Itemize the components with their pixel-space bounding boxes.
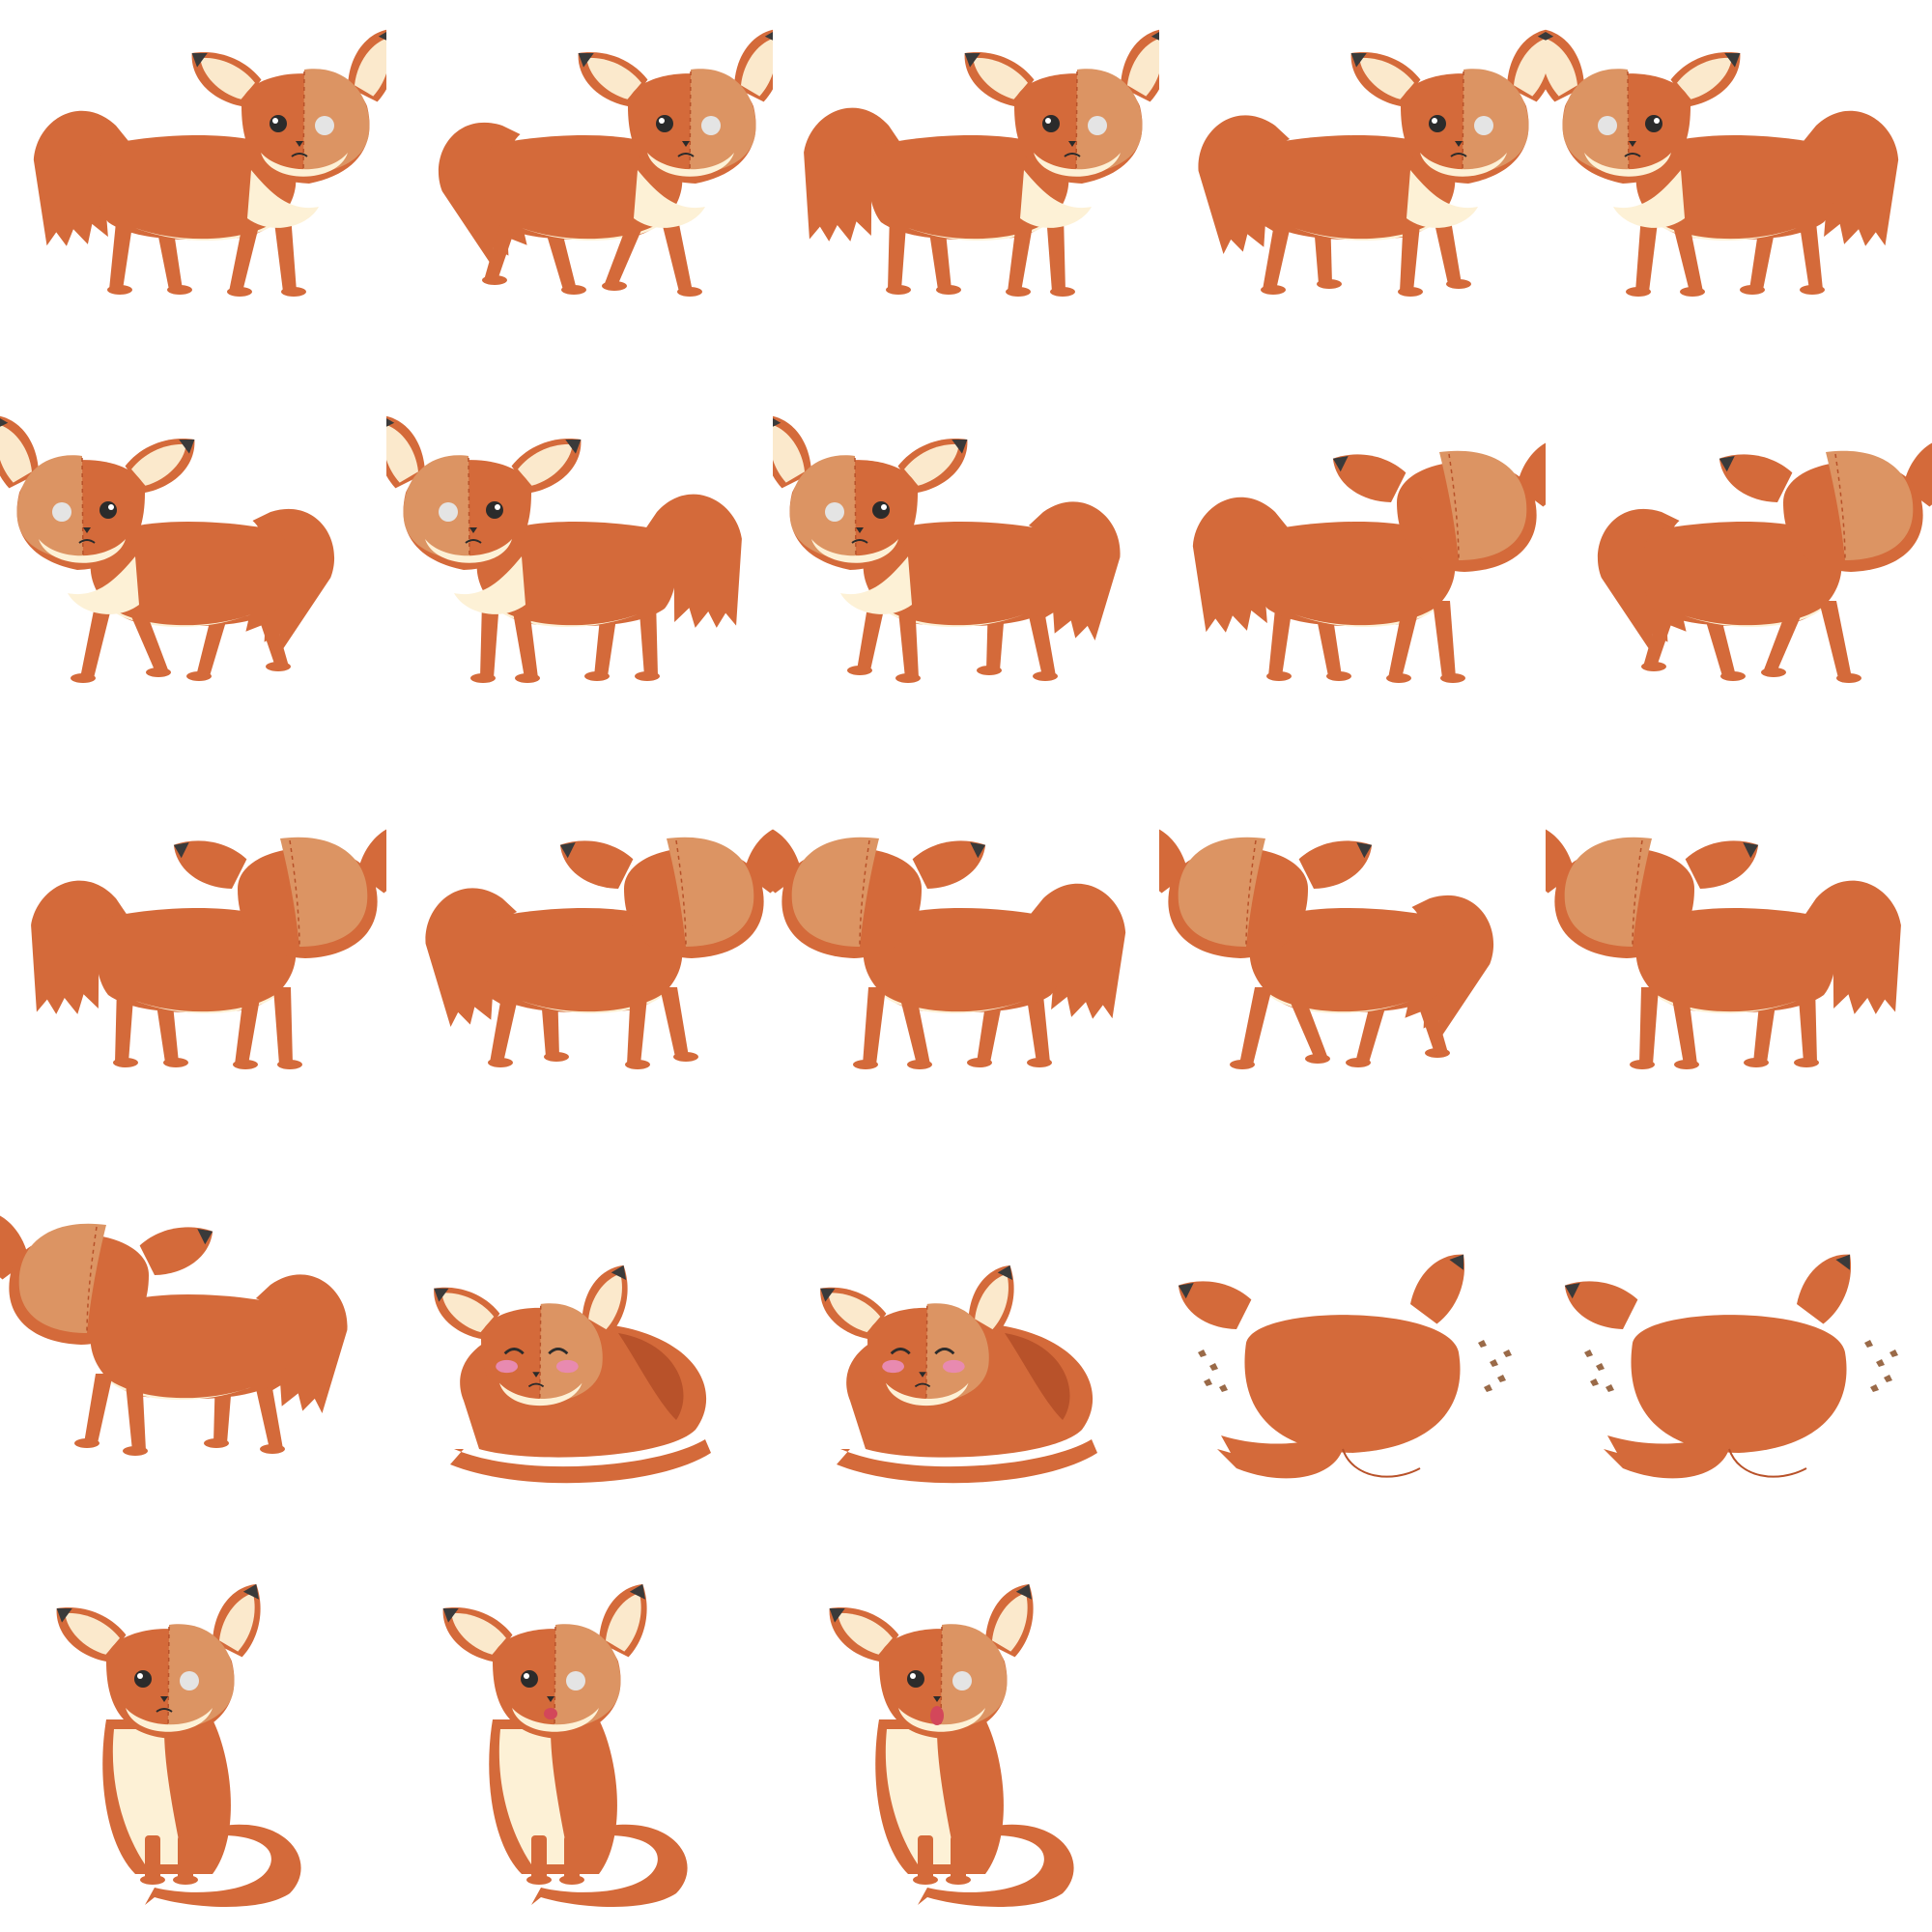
fox-frame-walk-back (1159, 386, 1546, 773)
fox-frame-walk-back (773, 773, 1159, 1159)
fox-frame-sleep-front (386, 1159, 773, 1546)
fox-frame-walk-front (386, 386, 773, 773)
fox-sprite-icon (773, 414, 1121, 683)
fox-frame-walk-back (1546, 773, 1932, 1159)
fox-sprite-icon (434, 1264, 711, 1484)
fox-sprite-icon (425, 823, 773, 1069)
fox-sprite-icon (56, 1583, 301, 1907)
fox-frame-walk-back (1159, 773, 1546, 1159)
fox-frame-sleep-back (1159, 1159, 1546, 1546)
fox-frame-walk-front (773, 386, 1159, 773)
fox-sprite-icon (438, 28, 773, 297)
fox-frame-sleep-front (773, 1159, 1159, 1546)
fox-sprite-icon (0, 1209, 348, 1456)
fox-sprite-icon (1546, 823, 1901, 1069)
fox-frame-walk-back (0, 773, 386, 1159)
fox-frame-walk-front (0, 386, 386, 773)
fox-sprite-icon (1597, 437, 1932, 683)
fox-sprite-icon (820, 1264, 1097, 1484)
fox-sprite-icon (1192, 437, 1546, 683)
fox-frame-walk-back (0, 1159, 386, 1546)
fox-frame-walk-front (773, 0, 1159, 386)
fox-sprite-icon (804, 28, 1159, 297)
fox-sprite-icon (386, 414, 742, 683)
fox-frame-sit (0, 1546, 386, 1932)
fox-sprite-icon (773, 823, 1126, 1069)
fox-frame-sit (386, 1546, 773, 1932)
fox-sprite-icon (0, 414, 335, 683)
fox-frame-walk-front (386, 0, 773, 386)
fox-sprite-icon (1178, 1254, 1512, 1479)
fox-frame-walk-back (386, 773, 773, 1159)
fox-sprite-icon (33, 28, 386, 297)
fox-frame-walk-front (1159, 0, 1546, 386)
fox-frame-walk-back (1546, 386, 1932, 773)
fox-sprite-icon (1546, 28, 1899, 297)
fox-sprite-icon (1159, 823, 1494, 1069)
fox-sprite-icon (31, 823, 386, 1069)
fox-frame-sleep-back (1546, 1159, 1932, 1546)
fox-frame-walk-front (0, 0, 386, 386)
fox-sprite-icon (1564, 1254, 1898, 1479)
fox-frame-walk-front (1546, 0, 1932, 386)
fox-frame-sit (773, 1546, 1159, 1932)
fox-sprite-icon (1198, 28, 1546, 297)
fox-sprite-icon (829, 1583, 1074, 1907)
fox-sprite-icon (442, 1583, 688, 1907)
